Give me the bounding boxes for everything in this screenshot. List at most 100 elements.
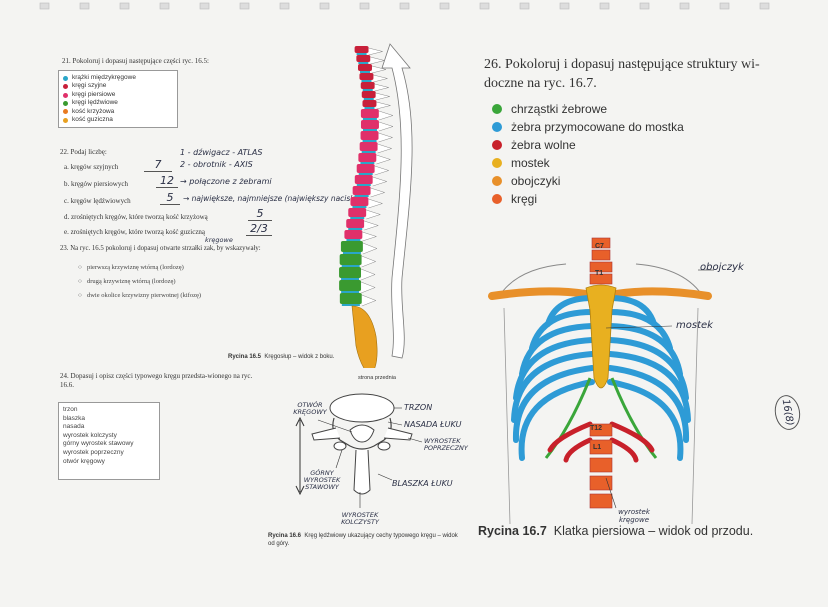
- term: wyrostek kolczysty: [63, 431, 117, 439]
- vertebra-illustration: [295, 393, 423, 508]
- spinous-process: [366, 209, 382, 220]
- sacrum-shape: [351, 305, 378, 368]
- disc-segment: [364, 107, 375, 109]
- q22-item-c: c. kręgów lędźwiowych: [64, 197, 131, 205]
- front-side-label: strona przednia: [358, 375, 396, 381]
- disc-segment: [362, 118, 377, 120]
- fig167-label: Rycina 16.7: [478, 524, 547, 538]
- disc-segment: [341, 304, 360, 306]
- disc-segment: [341, 278, 360, 280]
- legend-label: mostek: [511, 156, 550, 170]
- spinous-process: [378, 132, 394, 143]
- vertebra-segment: [361, 91, 376, 98]
- legend-dot: [63, 117, 68, 123]
- label-otwor: OTWÓR KRĘGOWY: [293, 401, 327, 416]
- legend-item: żebra przymocowane do mostka: [492, 118, 684, 136]
- q22-item-b: b. kręgów piersiowych: [64, 180, 128, 188]
- q22-item-a: a. kręgów szyjnych: [64, 163, 119, 171]
- q26-legend: chrząstki żebrowe żebra przymocowane do …: [492, 100, 684, 208]
- spinous-process: [361, 294, 377, 307]
- spinous-process: [374, 83, 389, 92]
- spinous-process: [360, 268, 376, 281]
- spinous-process: [362, 242, 378, 255]
- vertebra-segment: [359, 142, 378, 151]
- spinous-process: [373, 74, 388, 83]
- vertebra-segment: [356, 55, 371, 62]
- fig165-caption: Rycina 16.5 Kręgosłup – widok z boku.: [228, 354, 334, 360]
- term: blaszka: [63, 414, 86, 422]
- vertebra-segment: [339, 280, 362, 291]
- q21-heading: 21. Pokoloruj i dopasuj następujące częś…: [62, 57, 209, 65]
- spinous-process: [371, 65, 387, 74]
- term: nasada: [63, 423, 85, 431]
- vertebra-segment: [354, 46, 369, 53]
- note-atlas: 1 - dźwigacz - ATLAS: [180, 148, 263, 157]
- legend-dot: [63, 92, 68, 98]
- legend-dot: [63, 100, 68, 106]
- disc-segment: [360, 162, 375, 164]
- legend-item: krążki międzykręgowe: [59, 74, 177, 82]
- legend-item: kręgi szyjne: [59, 82, 177, 90]
- q23-option: ○drugą krzywiznę wtórną (lordozę): [78, 278, 176, 285]
- grade-note: 16(8): [772, 393, 803, 432]
- vertebra-segment: [360, 131, 379, 140]
- disc-segment: [356, 184, 371, 186]
- option-text: drugą krzywiznę wtórną (lordozę): [86, 278, 176, 285]
- term: otwór kręgowy: [63, 457, 105, 465]
- legend-dot: [63, 109, 68, 115]
- disc-segment: [348, 228, 363, 230]
- disc-segment: [358, 62, 369, 64]
- option-text: pierwszą krzywiznę wtórną (lordozę): [86, 264, 184, 271]
- legend-item: kość krzyżowa: [59, 108, 177, 116]
- option-text: dwie okolice krzywizny pierwotnej (kifoz…: [86, 292, 202, 299]
- q22-answer-d: 5: [248, 207, 272, 221]
- q22-answer-c: 5: [160, 191, 180, 205]
- vertebra-segment: [360, 82, 375, 89]
- fig166-label: Rycina 16.6: [268, 533, 302, 539]
- term: trzon: [63, 406, 78, 413]
- disc-segment: [341, 291, 360, 293]
- legend-item: obojczyki: [492, 172, 684, 190]
- ribcage-illustration: [488, 237, 714, 524]
- vertebra-segment: [360, 120, 379, 129]
- disc-segment: [362, 89, 373, 91]
- label-trzon: TRZON: [404, 403, 433, 412]
- term: górny wyrostek stawowy: [63, 440, 134, 448]
- legend-item: kręgi piersiowe: [59, 91, 177, 99]
- q22-heading: 22. Podaj liczbę:: [60, 148, 107, 156]
- q22-item-d: d. zrośniętych kręgów, które tworzą kość…: [64, 213, 208, 221]
- disc-segment: [342, 252, 361, 254]
- vertebra-segment: [356, 164, 375, 173]
- vertebra-segment: [362, 100, 377, 107]
- label-nasada: NASADA ŁUKU: [404, 420, 462, 429]
- disc-segment: [350, 217, 365, 219]
- q22-answer-b: 12: [156, 174, 178, 188]
- disc-segment: [362, 129, 377, 131]
- legend-label: kość krzyżowa: [72, 107, 115, 115]
- spinous-process: [361, 281, 376, 294]
- legend-label: kręgi piersiowe: [72, 90, 116, 98]
- note-ribs: → połączone z żebrami: [180, 177, 272, 186]
- disc-segment: [341, 265, 360, 267]
- q22-answer-a: 7: [144, 158, 172, 172]
- disc-segment: [354, 195, 369, 197]
- label-gorny: GÓRNY WYROSTEK STAWOWY: [303, 469, 341, 491]
- legend-label: kość guziczna: [72, 116, 113, 124]
- label-blaszka: BLASZKA ŁUKU: [392, 479, 453, 488]
- spinous-process: [374, 165, 390, 176]
- label-kolczysty: WYROSTEK KOLCZYSTY: [341, 511, 379, 526]
- q23-option: ○pierwszą krzywiznę wtórną (lordozę): [78, 264, 184, 271]
- legend-dot: [63, 84, 68, 90]
- spinous-process: [376, 154, 392, 165]
- legend-dot: [492, 158, 502, 168]
- vertebra-segment: [352, 186, 371, 195]
- disc-segment: [346, 239, 361, 241]
- vertebra-segment: [346, 219, 365, 228]
- legend-label: kręgi lędźwiowe: [72, 99, 118, 107]
- disc-segment: [358, 173, 373, 175]
- vertebra-segment: [360, 109, 379, 118]
- legend-dot: [63, 75, 68, 81]
- q26-text: Pokoloruj i dopasuj następujące struktur…: [484, 57, 760, 91]
- fig166-caption: Rycina 16.6 Kręg lędźwiowy ukazujący cec…: [268, 532, 458, 548]
- legend-label: chrząstki żebrowe: [511, 102, 608, 116]
